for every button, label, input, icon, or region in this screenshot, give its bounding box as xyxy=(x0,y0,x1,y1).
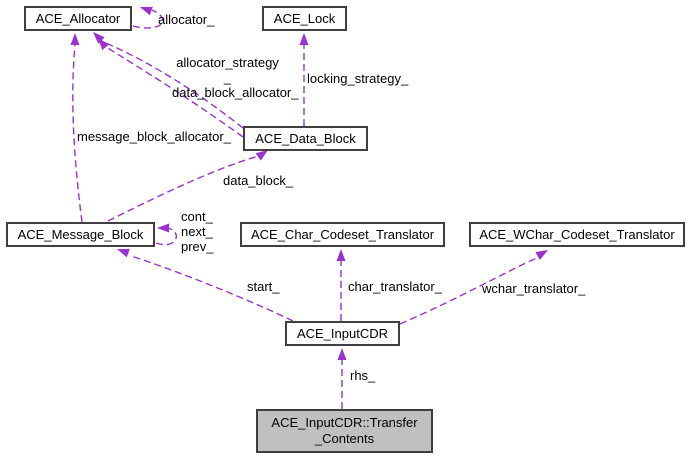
edge-label-message-block-allocator: message_block_allocator_ xyxy=(77,129,231,144)
node-ace-data-block[interactable]: ACE_Data_Block xyxy=(243,126,368,151)
node-ace-wchar-codeset-translator[interactable]: ACE_WChar_Codeset_Translator xyxy=(469,222,685,247)
edge-label-start: start_ xyxy=(247,279,280,294)
node-ace-message-block[interactable]: ACE_Message_Block xyxy=(6,222,155,247)
edge-label-wchar-translator: wchar_translator_ xyxy=(482,281,586,296)
edge-data-block xyxy=(107,150,268,222)
edge-data-block-allocator xyxy=(98,38,244,138)
edge-label-allocator: allocator_ xyxy=(158,12,215,27)
node-ace-char-codeset-translator[interactable]: ACE_Char_Codeset_Translator xyxy=(240,222,445,247)
edge-wchar-translator xyxy=(399,250,548,325)
node-ace-inputcdr-transfer-contents: ACE_InputCDR::Transfer _Contents xyxy=(256,409,433,453)
edge-message-block-self-loop xyxy=(155,223,178,246)
edge-label-data-block: data_block_ xyxy=(223,173,294,188)
edge-label-locking-strategy: locking_strategy_ xyxy=(307,71,409,86)
node-ace-allocator[interactable]: ACE_Allocator xyxy=(24,6,132,31)
node-ace-lock[interactable]: ACE_Lock xyxy=(262,6,347,31)
edge-rhs xyxy=(337,348,347,409)
edge-message-block-allocator xyxy=(70,33,83,223)
edge-label-rhs: rhs_ xyxy=(350,368,376,383)
edge-label-cont-next-prev: cont_ next_ prev_ xyxy=(181,209,214,254)
edge-label-char-translator: char_translator_ xyxy=(348,279,442,294)
edge-label-allocator-strategy: allocator_strategy _ xyxy=(176,55,279,85)
node-ace-inputcdr[interactable]: ACE_InputCDR xyxy=(285,321,400,346)
edge-start xyxy=(117,248,294,322)
edge-allocator-self-loop xyxy=(132,6,164,29)
edge-locking-strategy xyxy=(299,33,309,126)
edge-label-data-block-allocator: data_block_allocator_ xyxy=(172,85,299,100)
edge-allocator-strategy xyxy=(93,32,244,129)
edge-char-translator xyxy=(336,249,346,321)
